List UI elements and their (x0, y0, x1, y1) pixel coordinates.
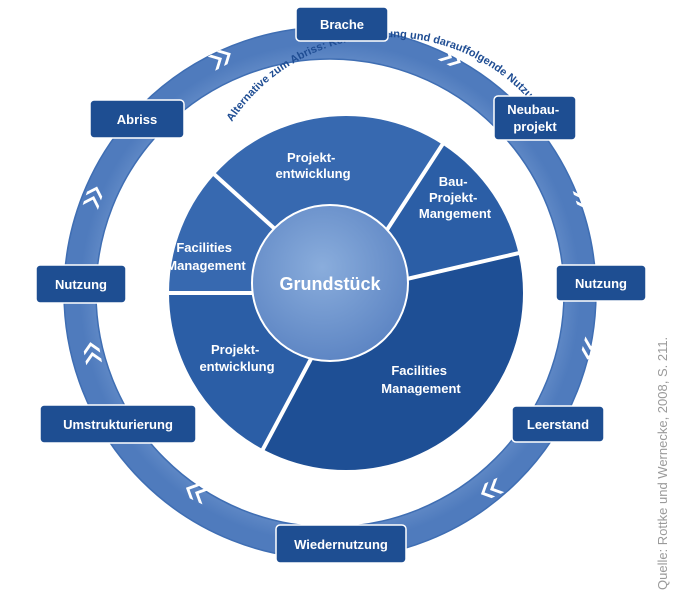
segment-facilities-management-right (262, 252, 524, 471)
chevron-icon (581, 336, 601, 360)
segment-label-projektentwicklung-top: Projekt- entwicklung (275, 150, 350, 181)
box-nutzung-left: Nutzung (35, 264, 127, 304)
box-label: Neubau- projekt (507, 102, 563, 134)
box-label: Wiedernutzung (294, 537, 388, 552)
chevron-arrows (82, 45, 601, 505)
chevron-icon (480, 477, 505, 499)
segment-label-facilities-management-right: Facilities Management (381, 363, 461, 396)
box-brache: Brache (295, 6, 389, 42)
box-label: Abriss (117, 112, 157, 127)
source-caption: Quelle: Rottke und Wernecke, 2008, S. 21… (655, 336, 670, 590)
segment-label-bau-projekt-management: Bau- Projekt- Mangement (419, 174, 492, 221)
box-nutzung-right: Nutzung (555, 264, 647, 302)
chevron-icon (185, 483, 210, 505)
box-label: Leerstand (527, 417, 589, 432)
inner-pie (167, 114, 525, 472)
chevron-icon (437, 45, 461, 67)
chevron-icon (572, 186, 593, 210)
box-label: Nutzung (575, 276, 627, 291)
pie-rim (167, 114, 525, 472)
chevron-icon (82, 186, 103, 210)
center-label: Grundstück (279, 274, 381, 294)
segment-label-facilities-management-left: Facilities Management (166, 240, 246, 273)
segment-projektentwicklung-top (213, 115, 443, 293)
box-leerstand: Leerstand (511, 405, 605, 443)
box-label: Brache (320, 17, 364, 32)
segment-label-projektentwicklung-bottom: Projekt- entwicklung (199, 342, 274, 374)
chevron-icon (207, 49, 231, 71)
box-label: Umstrukturierung (63, 417, 173, 432)
box-abriss: Abriss (89, 99, 185, 139)
box-label: Nutzung (55, 277, 107, 292)
chevron-icon (83, 342, 102, 366)
box-wiedernutzung: Wiedernutzung (275, 524, 407, 564)
center-circle (251, 204, 409, 362)
box-neubauprojekt: Neubau- projekt (493, 95, 577, 141)
box-umstrukturierung: Umstrukturierung (39, 404, 197, 444)
